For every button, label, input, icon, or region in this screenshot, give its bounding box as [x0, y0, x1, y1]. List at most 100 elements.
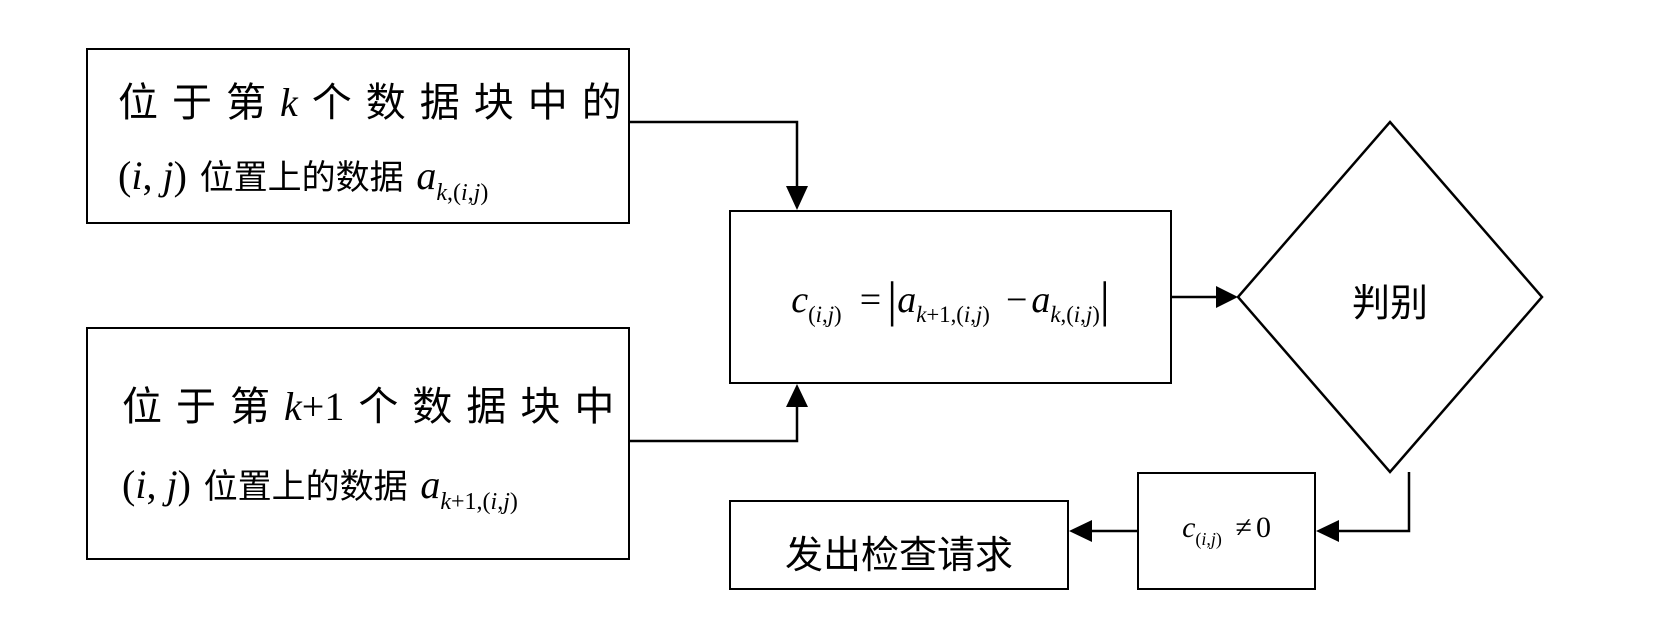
text: ) — [1092, 302, 1100, 328]
text: ,( — [1060, 302, 1074, 328]
text: 的 — [581, 80, 622, 126]
text: , — [1080, 302, 1086, 328]
var-i: i — [490, 488, 498, 515]
text: ( — [808, 302, 816, 328]
text: +1,( — [451, 488, 491, 515]
text: 中 — [527, 80, 568, 126]
arrowhead-right — [1216, 286, 1238, 308]
action-label: 发出检查请求 — [784, 533, 1013, 577]
var-j: j — [162, 153, 174, 198]
comma: , — [142, 153, 163, 198]
var-j: j — [1085, 302, 1093, 328]
var-j: j — [975, 302, 983, 328]
var-j: j — [827, 302, 835, 328]
text: +1 — [301, 384, 345, 429]
paren: ( — [122, 462, 136, 507]
var-c: c — [1182, 511, 1196, 544]
text: ) — [509, 488, 518, 515]
formula-box: c(i,j) =|ak+1,(i,j) −ak,(i,j)| — [729, 210, 1172, 384]
var-j: j — [503, 488, 510, 515]
var-a: a — [420, 462, 441, 507]
text: 第 — [230, 384, 270, 430]
text: , — [497, 488, 504, 515]
text: 个 — [311, 80, 352, 126]
paren: ) — [173, 153, 187, 198]
var-a: a — [1031, 279, 1051, 321]
equals-sign: = — [859, 279, 882, 321]
arrowhead-up — [786, 384, 808, 407]
paren: ( — [118, 153, 132, 198]
var-j: j — [1210, 529, 1216, 550]
var-a: a — [416, 153, 437, 198]
text: 于 — [172, 80, 212, 126]
var-k: k — [436, 179, 447, 206]
text: ) — [834, 302, 842, 328]
condition-nonzero: c(i,j) ≠0 — [1139, 510, 1314, 548]
text: 第 — [226, 80, 266, 126]
text: ( — [1195, 529, 1202, 550]
var-i: i — [815, 302, 822, 328]
input-box-block-k-plus-1-line2: (i, j) 位置上的数据 ak+1,(i,j) — [122, 459, 518, 514]
text: 据 — [419, 80, 460, 126]
comma: , — [146, 462, 167, 507]
var-k: k — [1050, 302, 1061, 328]
text: 中 — [574, 384, 615, 430]
text: 据 — [466, 384, 507, 430]
action-box: 发出检查请求 — [729, 500, 1069, 590]
text: ) — [982, 302, 990, 328]
text: 数 — [365, 80, 406, 126]
input-box-block-k-line2: (i, j) 位置上的数据 ak,(i,j) — [118, 150, 488, 205]
connector-decision-to-condition — [1338, 472, 1411, 533]
text: 位置上的数据 — [199, 158, 404, 198]
var-i: i — [131, 153, 143, 198]
subscript: k+1,(i,j) — [440, 487, 518, 515]
zero: 0 — [1255, 511, 1271, 544]
abs-bar: | — [1099, 271, 1110, 327]
text: ) — [480, 179, 489, 206]
abs-bar: | — [887, 271, 898, 327]
text: 位 — [118, 80, 158, 126]
decision-label: 判别 — [1351, 281, 1428, 325]
arrowhead-left — [1069, 520, 1092, 542]
subscript: k,(i,j) — [436, 178, 488, 206]
var-i: i — [1201, 529, 1207, 550]
var-k: k — [916, 302, 927, 328]
minus-sign: − — [1005, 279, 1028, 321]
subscript: k,(i,j) — [1050, 302, 1099, 328]
decision-diamond — [1236, 120, 1544, 474]
text: +1,( — [926, 302, 964, 328]
text: ) — [1215, 529, 1222, 550]
var-i: i — [135, 462, 147, 507]
var-k: k — [284, 384, 302, 429]
text: , — [467, 179, 474, 206]
var-c: c — [791, 279, 809, 321]
connector-top-to-formula — [630, 120, 799, 190]
var-i: i — [461, 179, 468, 206]
text: 数 — [412, 384, 453, 430]
var-j: j — [473, 179, 481, 206]
subscript: (i,j) — [808, 302, 842, 328]
not-equal-sign: ≠ — [1235, 511, 1252, 544]
text: 位置上的数据 — [203, 467, 408, 507]
text: 块 — [520, 384, 561, 430]
subscript: k+1,(i,j) — [916, 302, 990, 328]
var-i: i — [1073, 302, 1081, 328]
var-i: i — [963, 302, 971, 328]
connector-bottom-to-formula — [630, 403, 799, 443]
condition-box: c(i,j) ≠0 — [1137, 472, 1316, 590]
text: , — [970, 302, 976, 328]
var-a: a — [897, 279, 917, 321]
text: 块 — [473, 80, 514, 126]
paren: ) — [177, 462, 191, 507]
formula-difference: c(i,j) =|ak+1,(i,j) −ak,(i,j)| — [731, 270, 1170, 328]
var-k: k — [440, 488, 451, 515]
text: ,( — [447, 179, 461, 206]
var-j: j — [166, 462, 178, 507]
arrowhead-left — [1316, 520, 1339, 542]
var-k: k — [280, 80, 298, 125]
